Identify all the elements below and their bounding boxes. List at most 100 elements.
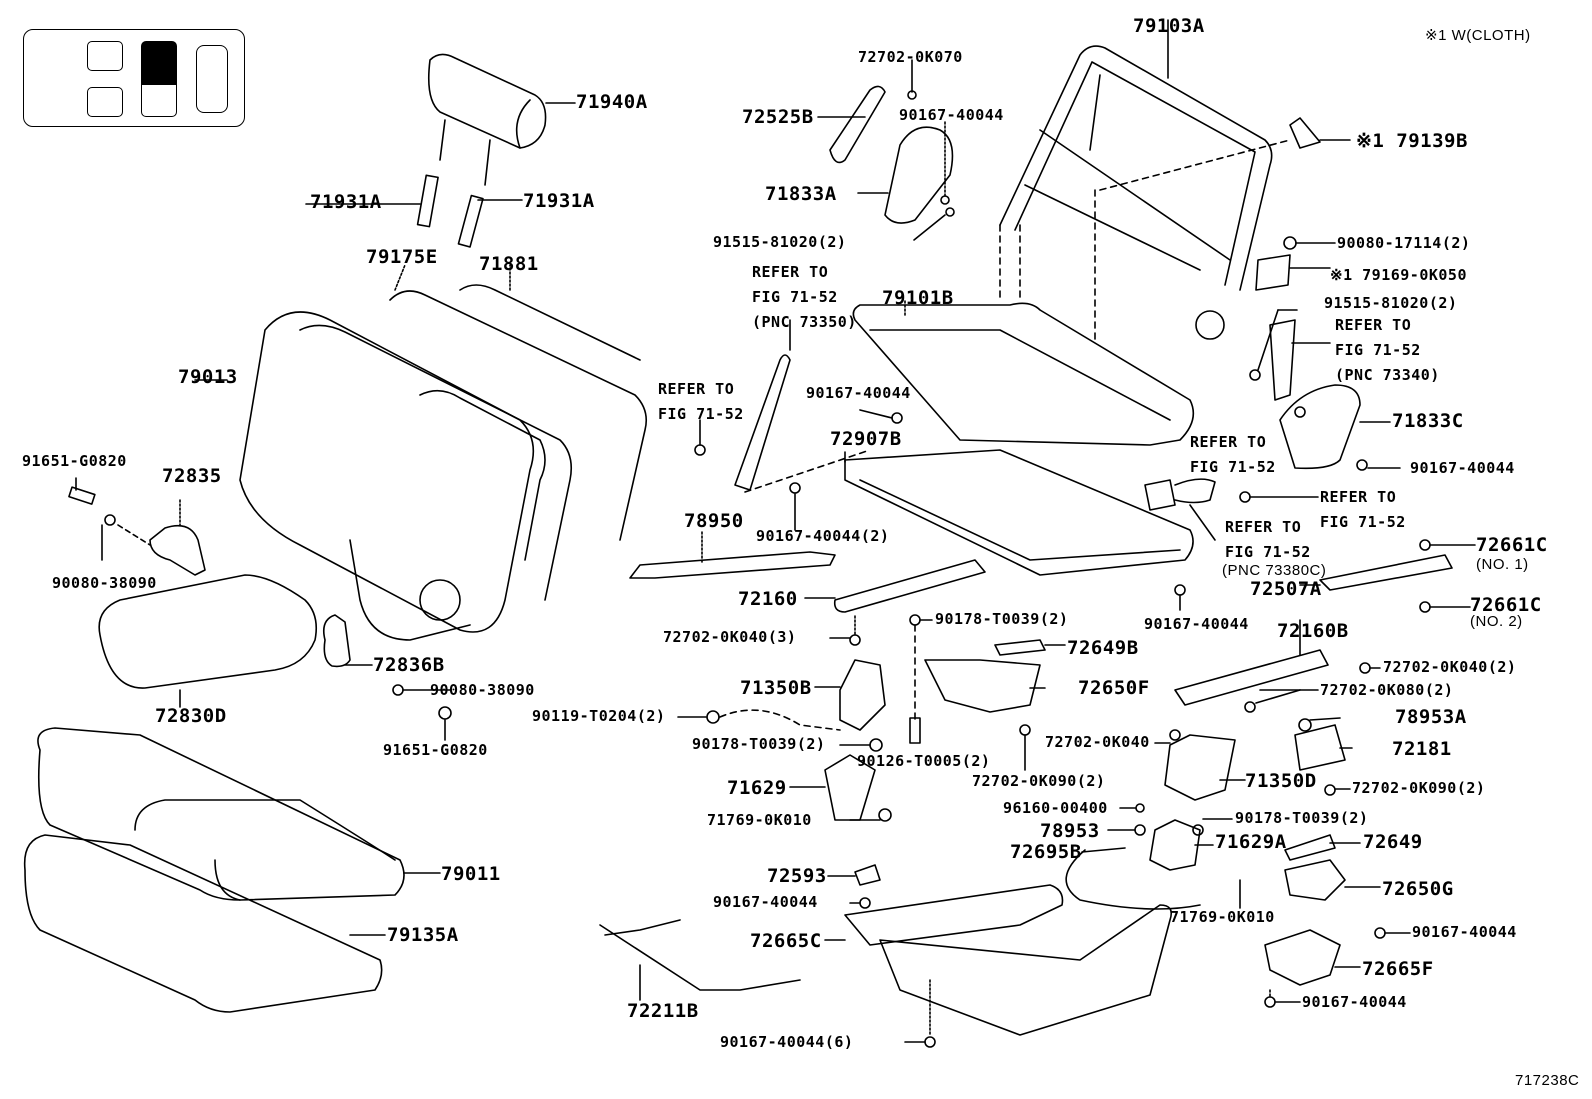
headrest-guide-drawing: [305, 102, 576, 248]
label-90080-17114[interactable]: 90080-17114(2): [1337, 234, 1471, 252]
label-72650F[interactable]: 72650F: [1078, 677, 1150, 699]
label-72830D[interactable]: 72830D: [155, 705, 227, 727]
label-79135A[interactable]: 79135A: [387, 924, 459, 946]
label-71350D[interactable]: 71350D: [1245, 770, 1317, 792]
label-72702-0K090-b[interactable]: 72702-0K090(2): [1352, 779, 1486, 797]
label-90080-38090-mid[interactable]: 90080-38090: [430, 681, 535, 699]
label-72211B[interactable]: 72211B: [627, 1000, 699, 1022]
label-72649B[interactable]: 72649B: [1067, 637, 1139, 659]
label-71629[interactable]: 71629: [727, 777, 787, 799]
seat-rail-drawings: [804, 539, 1476, 706]
label-91515-81020-a[interactable]: 91515-81020(2): [713, 233, 847, 251]
label-72649[interactable]: 72649: [1363, 831, 1423, 853]
label-72702-0K090-a[interactable]: 72702-0K090(2): [972, 772, 1106, 790]
label-72650G[interactable]: 72650G: [1382, 878, 1454, 900]
ref-fig-71-52-a[interactable]: REFER TO FIG 71-52: [1190, 433, 1276, 476]
ref-fig-71-52-pnc73380C[interactable]: REFER TO FIG 71-52: [1225, 518, 1311, 561]
label-90167-40044-d[interactable]: 90167-40044: [1144, 615, 1249, 633]
strap-drawing: [629, 531, 836, 579]
armrest-bracket-drawings: [68, 477, 452, 741]
ref-fig-71-52-pnc73340[interactable]: REFER TO FIG 71-52 (PNC 73340): [1335, 316, 1440, 384]
label-71350B[interactable]: 71350B: [740, 677, 812, 699]
label-90126-T0005[interactable]: 90126-T0005(2): [857, 752, 991, 770]
release-mechanism-drawings: [1065, 803, 1411, 1008]
label-72661C-no1-sub: (NO. 1): [1476, 556, 1529, 573]
legend-cell-center-highlighted: [141, 41, 177, 117]
seat-position-legend: [23, 29, 245, 127]
label-90080-38090-left[interactable]: 90080-38090: [52, 574, 157, 592]
label-90178-T0039-b[interactable]: 90178-T0039(2): [692, 735, 826, 753]
seat-back-frame-drawing: [999, 19, 1351, 341]
label-72665C[interactable]: 72665C: [750, 930, 822, 952]
label-90167-40044-c[interactable]: 90167-40044: [806, 384, 911, 402]
label-72160[interactable]: 72160: [738, 588, 798, 610]
legend-cell-rear: [196, 45, 228, 113]
label-72702-0K040[interactable]: 72702-0K040: [1045, 733, 1150, 751]
cushion-frame-drawing: [852, 299, 1195, 446]
label-72695B[interactable]: 72695B: [1010, 841, 1082, 863]
label-78953[interactable]: 78953: [1040, 820, 1100, 842]
label-96160-00400[interactable]: 96160-00400: [1003, 799, 1108, 817]
ref-fig-71-52-c[interactable]: REFER TO FIG 71-52: [658, 380, 744, 423]
label-79011[interactable]: 79011: [441, 863, 501, 885]
label-72702-0K070[interactable]: 72702-0K070: [858, 48, 963, 66]
legend-cell-front-lower: [87, 87, 123, 117]
headrest-drawing: [427, 53, 547, 186]
label-72702-0K080[interactable]: 72702-0K080(2): [1320, 681, 1454, 699]
label-72507A[interactable]: 72507A: [1250, 578, 1322, 600]
under-tray-drawing: [824, 864, 1173, 1048]
label-79139B[interactable]: ※1 79139B: [1356, 130, 1468, 152]
label-78953A[interactable]: 78953A: [1395, 706, 1467, 728]
label-79175E[interactable]: 79175E: [366, 246, 438, 268]
label-90167-40044-2[interactable]: 90167-40044(2): [756, 527, 890, 545]
label-72181[interactable]: 72181: [1392, 738, 1452, 760]
label-90167-40044-a[interactable]: 90167-40044: [899, 106, 1004, 124]
armrest-drawing: [98, 574, 318, 708]
label-71931A-left[interactable]: 71931A: [310, 191, 382, 213]
label-72702-0K040-2[interactable]: 72702-0K040(2): [1383, 658, 1517, 676]
label-71833A[interactable]: 71833A: [765, 183, 837, 205]
seat-pan-drawing: [694, 319, 1194, 611]
label-90167-40044-e[interactable]: 90167-40044: [713, 893, 818, 911]
label-90167-40044-f[interactable]: 90167-40044: [1412, 923, 1517, 941]
label-72907B[interactable]: 72907B: [830, 428, 902, 450]
label-79103A[interactable]: 79103A: [1133, 15, 1205, 37]
label-72160B[interactable]: 72160B: [1277, 620, 1349, 642]
label-71833C[interactable]: 71833C: [1392, 410, 1464, 432]
label-79013[interactable]: 79013: [178, 366, 238, 388]
label-72661C-no1[interactable]: 72661C: [1476, 534, 1548, 556]
label-90119-T0204[interactable]: 90119-T0204(2): [532, 707, 666, 725]
seat-back-drawing: [194, 264, 648, 641]
label-91651-G0820-mid[interactable]: 91651-G0820: [383, 741, 488, 759]
label-72702-0K040-3[interactable]: 72702-0K040(3): [663, 628, 797, 646]
label-79169-0K050[interactable]: ※1 79169-0K050: [1330, 266, 1467, 284]
ref-fig-71-52-b[interactable]: REFER TO FIG 71-52: [1320, 488, 1406, 531]
label-72593[interactable]: 72593: [767, 865, 827, 887]
recliner-cover-drawings: [817, 59, 1401, 471]
label-71931A-right[interactable]: 71931A: [523, 190, 595, 212]
label-71769-0K010-b[interactable]: 71769-0K010: [1170, 908, 1275, 926]
label-72835[interactable]: 72835: [162, 465, 222, 487]
legend-cell-front-upper: [87, 41, 123, 71]
label-78950[interactable]: 78950: [684, 510, 744, 532]
label-90178-T0039-c[interactable]: 90178-T0039(2): [1235, 809, 1369, 827]
label-90167-40044-g[interactable]: 90167-40044: [1302, 993, 1407, 1011]
label-71769-0K010-a[interactable]: 71769-0K010: [707, 811, 812, 829]
label-90167-40044-6[interactable]: 90167-40044(6): [720, 1033, 854, 1051]
label-71629A[interactable]: 71629A: [1215, 831, 1287, 853]
label-91515-81020-b[interactable]: 91515-81020(2): [1324, 294, 1458, 312]
lock-mechanism-drawings: [677, 614, 1353, 822]
label-72661C-no2[interactable]: 72661C: [1470, 594, 1542, 616]
label-90178-T0039-a[interactable]: 90178-T0039(2): [935, 610, 1069, 628]
label-71881[interactable]: 71881: [479, 253, 539, 275]
ref-fig-71-52-pnc73350[interactable]: REFER TO FIG 71-52 (PNC 73350): [752, 263, 857, 331]
label-90167-40044-b[interactable]: 90167-40044: [1410, 459, 1515, 477]
label-71940A[interactable]: 71940A: [576, 91, 648, 113]
label-72836B[interactable]: 72836B: [373, 654, 445, 676]
label-91651-G0820-top[interactable]: 91651-G0820: [22, 452, 127, 470]
label-72665F[interactable]: 72665F: [1362, 958, 1434, 980]
buckle-drawings: [1144, 478, 1319, 541]
label-72525B[interactable]: 72525B: [742, 106, 814, 128]
label-79101B[interactable]: 79101B: [882, 287, 954, 309]
